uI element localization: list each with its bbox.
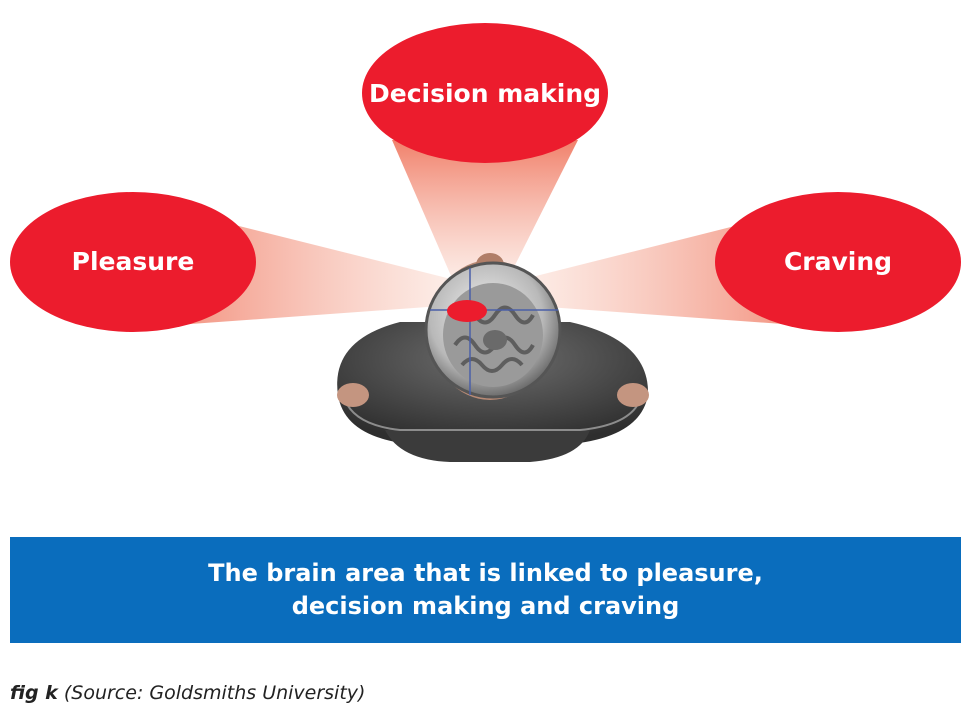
figure-caption: fig k (Source: Goldsmiths University) [10,682,365,704]
banner-line-2: decision making and craving [291,592,680,620]
bubble-craving-label: Craving [784,247,892,276]
bubble-pleasure: Pleasure [10,192,256,332]
figure-source: (Source: Goldsmiths University) [63,682,366,704]
target-brain-region [447,300,487,322]
caption-banner: The brain area that is linked to pleasur… [10,537,961,643]
brain-scan-lens [424,261,562,399]
brain-diagram: Decision making Pleasure Craving [10,23,961,462]
banner-line-1: The brain area that is linked to pleasur… [208,559,763,587]
bubble-craving: Craving [715,192,961,332]
bubble-decision-making-label: Decision making [369,79,601,108]
beam-top [392,140,578,285]
figure-label: fig k [10,682,58,704]
bubble-pleasure-label: Pleasure [72,247,195,276]
bubble-decision-making: Decision making [362,23,608,163]
